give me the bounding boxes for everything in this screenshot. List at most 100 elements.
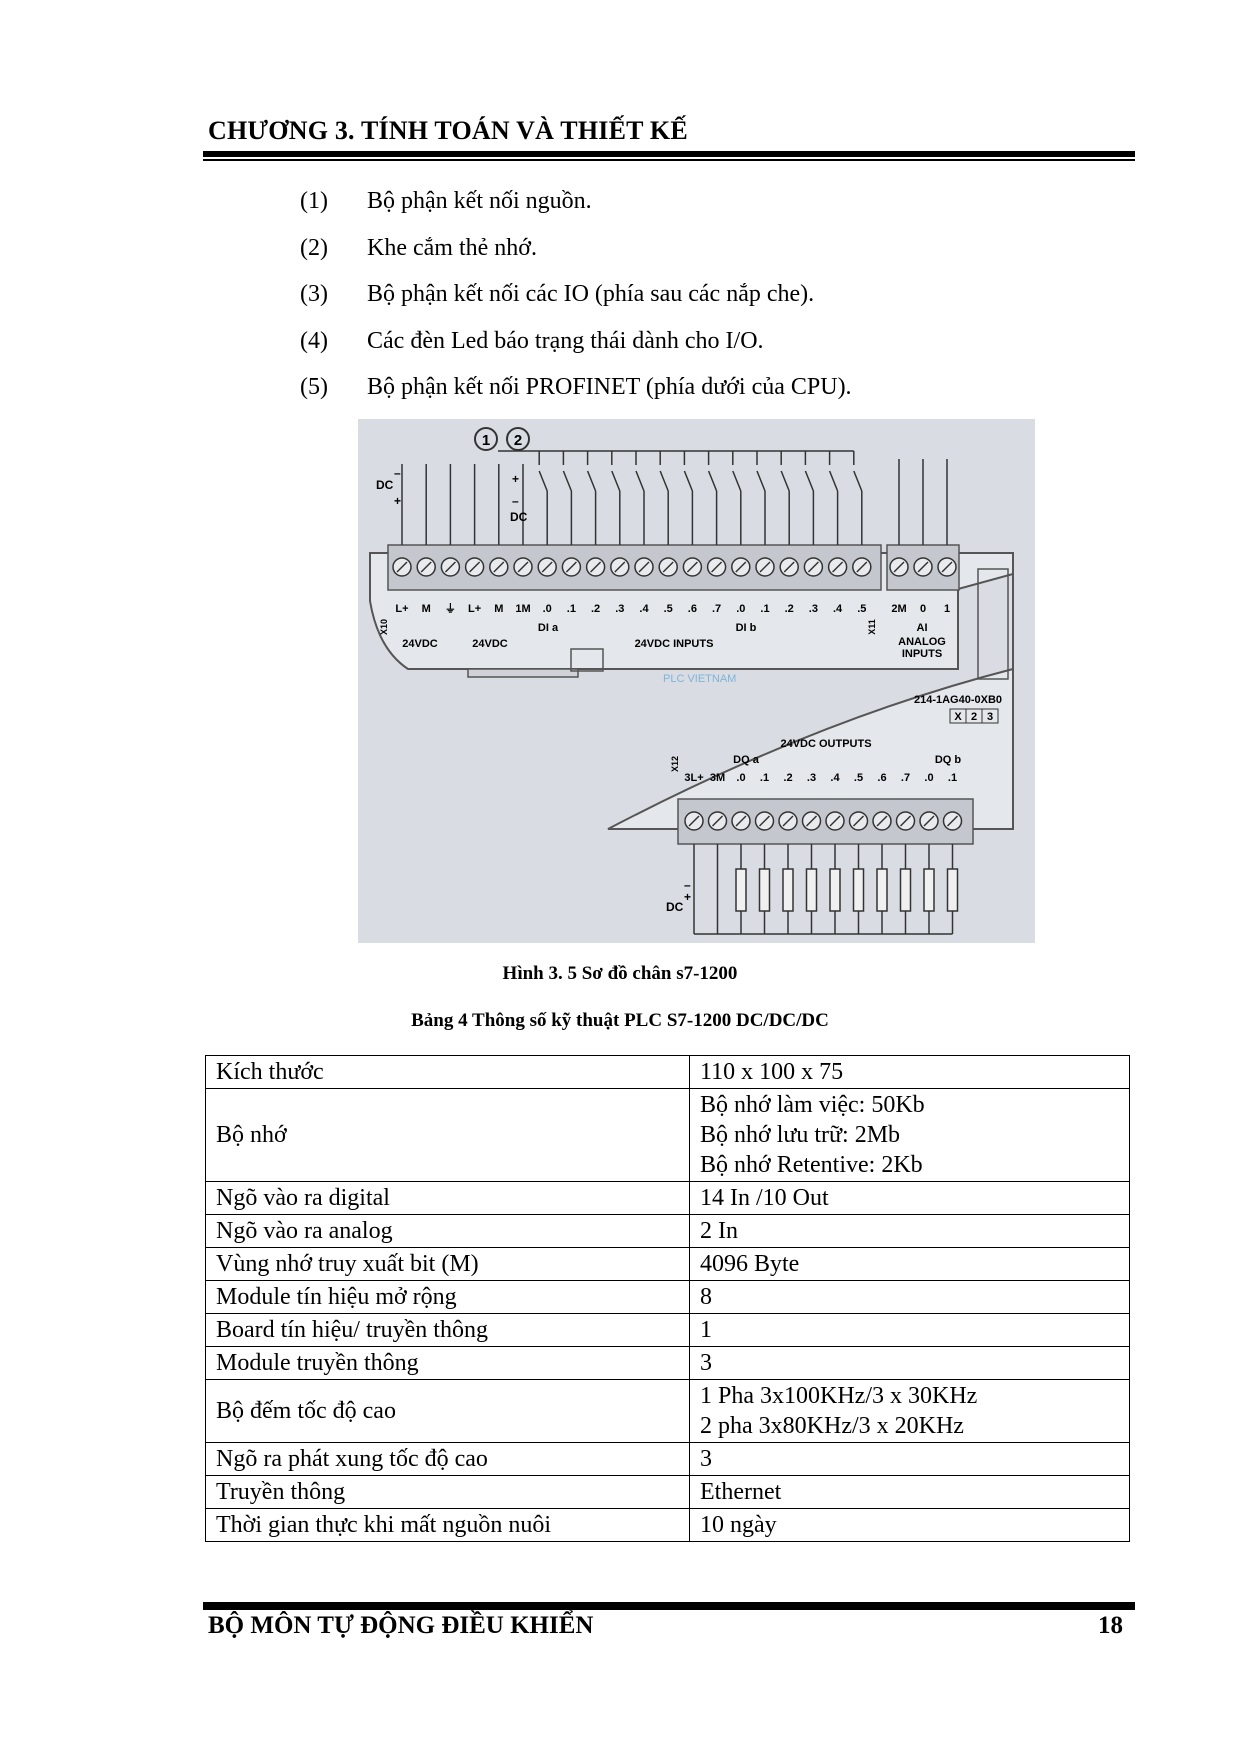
dc-inputs-label: DC: [510, 510, 528, 524]
svg-text:DQ a: DQ a: [733, 754, 760, 766]
svg-text:24VDC: 24VDC: [472, 638, 508, 650]
callout-1: [474, 427, 498, 451]
svg-text:24VDC OUTPUTS: 24VDC OUTPUTS: [780, 738, 871, 750]
pin-label: .2: [785, 603, 794, 615]
chapter-title: CHƯƠNG 3. TÍNH TOÁN VÀ THIẾT KẾ: [208, 116, 688, 145]
spec-name: Kích thước: [205, 1055, 690, 1089]
pin-label: .2: [591, 603, 600, 615]
dc-power-label: DC: [376, 478, 394, 492]
pin-label: .5: [664, 603, 673, 615]
output-load: [946, 868, 959, 912]
spec-name: Module truyền thông: [205, 1346, 690, 1380]
footer-rule: [203, 1600, 1135, 1610]
spec-name: Module tín hiệu mở rộng: [205, 1280, 690, 1314]
callout-2: [506, 427, 530, 451]
pin-label: .6: [688, 603, 697, 615]
pin-label: .5: [854, 772, 863, 784]
output-load: [829, 868, 841, 912]
svg-text:X: X: [954, 711, 962, 723]
spec-value: 10 ngày: [689, 1508, 1130, 1542]
pin-label: .0: [543, 603, 552, 615]
svg-text:ANALOG: ANALOG: [898, 636, 946, 648]
output-load: [899, 868, 912, 912]
svg-text:24VDC: 24VDC: [402, 638, 438, 650]
pin-label: .4: [833, 603, 843, 615]
spec-name: Ngõ ra phát xung tốc độ cao: [205, 1442, 690, 1476]
pin-label: 1: [944, 603, 950, 615]
output-load: [852, 868, 865, 912]
list-item: (2)Khe cắm thẻ nhớ.: [300, 234, 537, 261]
spec-value: 110 x 100 x 75: [689, 1055, 1130, 1089]
dc-outputs-label: DC: [666, 900, 684, 914]
pin-label: 0: [920, 603, 926, 615]
spec-value: 2 In: [689, 1214, 1130, 1248]
pin-label: .7: [712, 603, 721, 615]
output-load: [735, 868, 747, 912]
footer-department: BỘ MÔN TỰ ĐỘNG ĐIỀU KHIỂN: [208, 1612, 594, 1639]
svg-text:X12: X12: [670, 756, 680, 772]
output-load: [923, 868, 935, 912]
pin-label: .6: [877, 772, 886, 784]
svg-text:AI: AI: [917, 622, 928, 634]
pin-label: L+: [395, 603, 408, 615]
header-rule: [203, 151, 1135, 161]
figure-caption: Hình 3. 5 Sơ đồ chân s7-1200: [502, 963, 738, 984]
svg-text:DI a: DI a: [538, 622, 559, 634]
model-number: 214-1AG40-0XB0: [914, 694, 1002, 706]
output-load: [782, 868, 794, 912]
plc-body-bottom: [607, 667, 1014, 830]
spec-name: Ngõ vào ra digital: [205, 1181, 690, 1215]
output-load: [805, 868, 818, 912]
spec-name: Bộ nhớ: [205, 1088, 690, 1182]
list-item: (4)Các đèn Led báo trạng thái dành cho I…: [300, 327, 764, 354]
table-caption: Bảng 4 Thông số kỹ thuật PLC S7-1200 DC/…: [411, 1010, 829, 1031]
pin-label: .7: [901, 772, 910, 784]
pin-label: .2: [783, 772, 792, 784]
output-wiring: [693, 844, 959, 935]
spec-value: 8: [689, 1280, 1130, 1314]
memory-card-slot: [570, 648, 604, 672]
spec-name: Ngõ vào ra analog: [205, 1214, 690, 1248]
svg-text:–: –: [684, 878, 691, 892]
spec-name: Bộ đếm tốc độ cao: [205, 1379, 690, 1443]
svg-text:+: +: [512, 472, 519, 486]
table-row: Vùng nhớ truy xuất bit (M)4096 Byte: [205, 1247, 1130, 1281]
output-terminal-screws: [684, 811, 963, 831]
output-load: [758, 868, 771, 912]
pin-label: .4: [830, 772, 840, 784]
pin-label: ⏚: [445, 602, 456, 615]
pin-label: .5: [857, 603, 866, 615]
watermark: PLC VIETNAM: [663, 673, 736, 685]
pin-label: .0: [924, 772, 933, 784]
pin-label: .1: [760, 603, 769, 615]
spec-value: Bộ nhớ làm việc: 50Kb Bộ nhớ lưu trữ: 2M…: [689, 1088, 1130, 1182]
svg-text:–: –: [394, 466, 401, 480]
pin-label: .3: [807, 772, 816, 784]
page-number: 18: [1098, 1612, 1123, 1639]
spec-name: Thời gian thực khi mất nguồn nuôi: [205, 1508, 690, 1542]
svg-text:2: 2: [514, 432, 522, 449]
input-terminal-screws: [392, 557, 957, 577]
pin-label: .1: [948, 772, 957, 784]
spec-name: Vùng nhớ truy xuất bit (M): [205, 1247, 690, 1281]
list-item: (1)Bộ phận kết nối nguồn.: [300, 188, 592, 214]
svg-text:DI b: DI b: [736, 622, 757, 634]
svg-text:X10: X10: [379, 619, 389, 635]
svg-text:3: 3: [987, 711, 993, 723]
pin-label: M: [422, 603, 431, 615]
svg-text:INPUTS: INPUTS: [902, 648, 942, 660]
pin-label: .4: [639, 603, 649, 615]
pin-label: L+: [468, 603, 481, 615]
